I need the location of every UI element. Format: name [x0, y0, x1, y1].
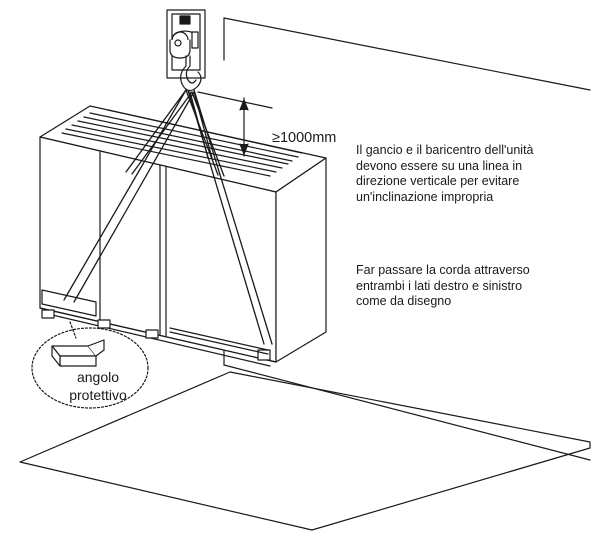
corner-label-line: angolo — [76, 369, 120, 385]
height-dimension-label: ≥1000mm — [272, 130, 337, 146]
lifting-ropes — [63, 89, 273, 345]
height-dimension — [197, 91, 273, 157]
crane-hook-icon — [166, 9, 206, 92]
outdoor-unit — [39, 105, 327, 367]
note-line: un'inclinazione impropria — [356, 189, 494, 204]
floor — [19, 371, 591, 531]
note-line: devono essere su una linea in — [356, 158, 523, 173]
rope-note: Far passare la corda attraverso entrambi… — [356, 263, 588, 310]
note-line: come da disegno — [356, 294, 452, 308]
note-line: Il gancio e il baricentro dell'unità — [356, 143, 534, 157]
corner-label-line: protettivo — [69, 387, 127, 403]
note-line: entrambi i lati destro e sinistro — [356, 278, 523, 293]
protective-corner-label: angolo protettivo — [48, 368, 148, 404]
alignment-note: Il gancio e il baricentro dell'unità dev… — [356, 143, 588, 205]
note-line: direzione verticale per evitare — [356, 174, 520, 188]
note-line: Far passare la corda attraverso — [356, 263, 530, 277]
protective-corner-callout — [31, 321, 149, 409]
